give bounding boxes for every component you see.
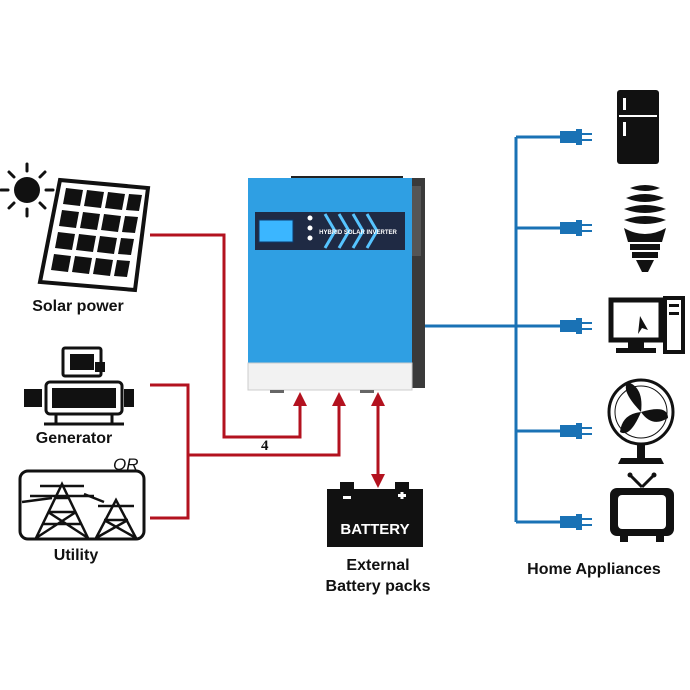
battery-text: BATTERY [340,521,409,538]
or-label: OR [113,455,139,474]
solar-power-label: Solar power [32,298,124,315]
generator-icon [24,346,134,426]
tv-icon [610,472,674,542]
generator-wire [150,383,190,520]
utility-label: Utility [53,547,99,564]
transmission-tower-icon [18,469,146,541]
ac-input-wires [150,233,341,520]
solar-wire [150,233,302,439]
hybrid-inverter: HYBRID SOLAR INVERTER [247,176,425,393]
battery-label-line2: Battery packs [325,578,431,595]
solar-panel-icon [37,177,151,293]
output-wires [425,135,560,524]
battery-label-line1: External [346,557,410,574]
home-appliances-label: Home Appliances [527,561,661,578]
generator-label: Generator [35,430,113,447]
inverter-band-text: HYBRID SOLAR INVERTER [319,230,397,236]
inverter-lcd [258,219,294,243]
fan-icon [607,378,675,464]
wire-count-label: 4 [261,438,269,454]
battery-wire [371,392,385,488]
computer-icon [608,296,685,354]
refrigerator-icon [617,90,659,164]
sun-icon [0,162,55,218]
plug-icon [560,129,592,530]
arrow-to-inverter-1 [293,392,307,406]
utility-generator-feed-wire [188,402,341,457]
battery-icon: BATTERY [327,482,423,547]
arrow-to-inverter-2 [332,392,346,406]
light-bulb-icon [624,185,666,272]
